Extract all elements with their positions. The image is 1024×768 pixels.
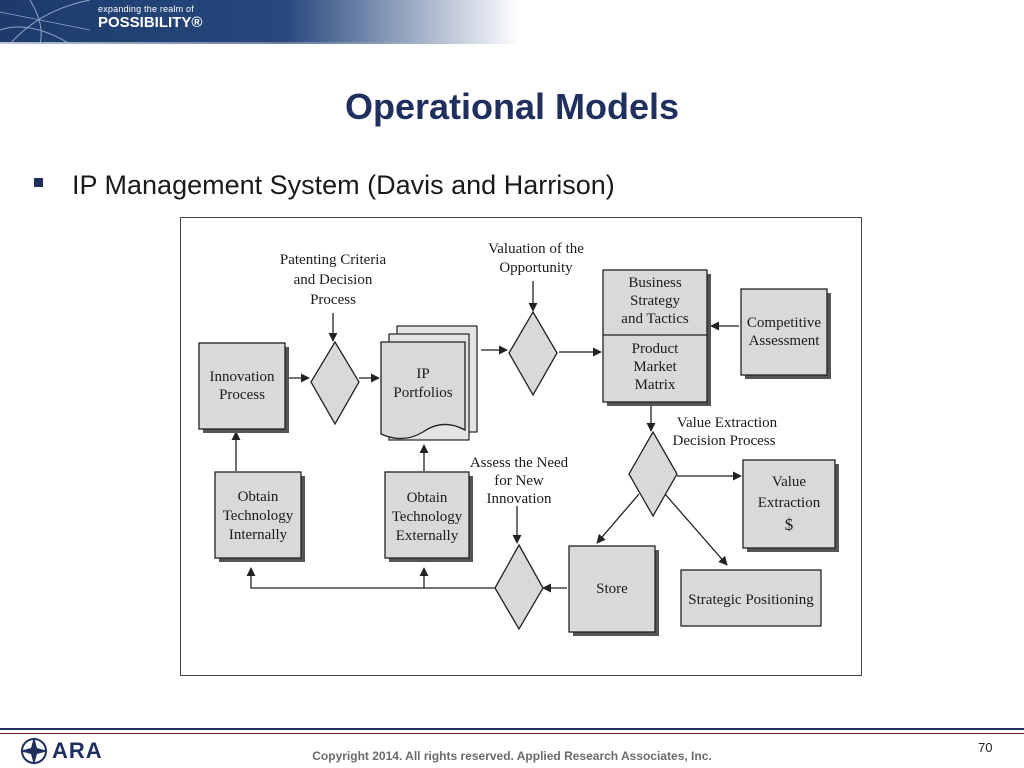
svg-text:Strategic Positioning: Strategic Positioning bbox=[688, 592, 814, 608]
product-market-matrix-box: Product Market Matrix bbox=[632, 341, 679, 393]
bullet-square-icon bbox=[34, 178, 43, 187]
patenting-decision-diamond bbox=[310, 340, 360, 426]
banner-globe-graphic bbox=[0, 0, 91, 44]
svg-text:Value: Value bbox=[772, 474, 806, 490]
header-banner bbox=[0, 0, 520, 44]
svg-text:for New: for New bbox=[494, 473, 544, 489]
bullet-text: IP Management System (Davis and Harrison… bbox=[72, 170, 615, 200]
strategic-positioning-box: Strategic Positioning bbox=[680, 569, 822, 627]
svg-text:Product: Product bbox=[632, 341, 679, 357]
svg-text:Innovation: Innovation bbox=[487, 491, 552, 507]
valuation-label: Valuation of the Opportunity bbox=[488, 241, 584, 276]
svg-text:Valuation of the: Valuation of the bbox=[488, 241, 584, 257]
svg-text:Assessment: Assessment bbox=[749, 333, 821, 349]
svg-text:Obtain: Obtain bbox=[407, 490, 448, 506]
footer-rule-red bbox=[0, 733, 1024, 734]
svg-text:Market: Market bbox=[633, 359, 677, 375]
ip-management-diagram: Innovation Process Obtain Technology Int… bbox=[180, 217, 862, 676]
footer-rule-blue bbox=[0, 728, 1024, 730]
competitive-assessment-box: Competitive Assessment bbox=[740, 288, 831, 379]
value-extraction-box: Value Extraction $ bbox=[742, 459, 839, 552]
svg-text:and Tactics: and Tactics bbox=[621, 311, 689, 327]
svg-text:Patenting Criteria: Patenting Criteria bbox=[280, 252, 387, 268]
ara-logo-text: ARA bbox=[52, 738, 103, 763]
banner-tagline-small: expanding the realm of bbox=[98, 4, 194, 14]
banner-divider bbox=[0, 42, 520, 44]
value-extraction-decision-diamond bbox=[628, 430, 678, 518]
assess-need-label: Assess the Need for New Innovation bbox=[470, 455, 569, 507]
svg-text:Competitive: Competitive bbox=[747, 315, 822, 331]
svg-text:and Decision: and Decision bbox=[294, 272, 373, 288]
banner-tagline-large: POSSIBILITY® bbox=[98, 14, 203, 31]
svg-text:Matrix: Matrix bbox=[635, 377, 676, 393]
copyright-text: Copyright 2014. All rights reserved. App… bbox=[312, 749, 712, 763]
svg-text:Externally: Externally bbox=[396, 528, 459, 544]
ara-globe-logo-icon bbox=[20, 737, 48, 765]
valuation-diamond bbox=[508, 310, 558, 397]
store-box: Store bbox=[568, 545, 659, 636]
svg-text:Store: Store bbox=[596, 581, 628, 597]
svg-text:IP: IP bbox=[416, 366, 429, 382]
svg-text:$: $ bbox=[785, 515, 794, 534]
value-extraction-decision-label: Value Extraction Decision Process bbox=[673, 415, 778, 449]
business-strategy-box: Business Strategy and Tactics bbox=[602, 269, 711, 406]
svg-text:Business: Business bbox=[628, 275, 682, 291]
svg-text:Internally: Internally bbox=[229, 527, 288, 543]
svg-text:Strategy: Strategy bbox=[630, 293, 680, 309]
innovation-process-box: Innovation Process bbox=[198, 342, 289, 433]
svg-text:Decision Process: Decision Process bbox=[673, 433, 776, 449]
page-number: 70 bbox=[978, 740, 993, 755]
slide-title: Operational Models bbox=[344, 86, 680, 127]
svg-text:Obtain: Obtain bbox=[238, 489, 279, 505]
svg-text:Value Extraction: Value Extraction bbox=[677, 415, 778, 431]
ip-portfolios-stack: IP Portfolios bbox=[380, 325, 478, 441]
svg-text:Opportunity: Opportunity bbox=[499, 260, 573, 276]
obtain-technology-internally-box: Obtain Technology Internally bbox=[214, 471, 305, 562]
svg-text:Technology: Technology bbox=[392, 509, 463, 525]
svg-text:Process: Process bbox=[310, 292, 356, 308]
svg-text:Assess the Need: Assess the Need bbox=[470, 455, 569, 471]
patenting-criteria-label: Patenting Criteria and Decision Process bbox=[280, 252, 387, 308]
svg-text:Process: Process bbox=[219, 387, 265, 403]
svg-text:Innovation: Innovation bbox=[210, 369, 275, 385]
svg-text:Extraction: Extraction bbox=[758, 495, 821, 511]
svg-text:Portfolios: Portfolios bbox=[393, 385, 452, 401]
obtain-technology-externally-box: Obtain Technology Externally bbox=[384, 471, 473, 562]
svg-text:Technology: Technology bbox=[223, 508, 294, 524]
assess-need-diamond bbox=[494, 543, 544, 631]
